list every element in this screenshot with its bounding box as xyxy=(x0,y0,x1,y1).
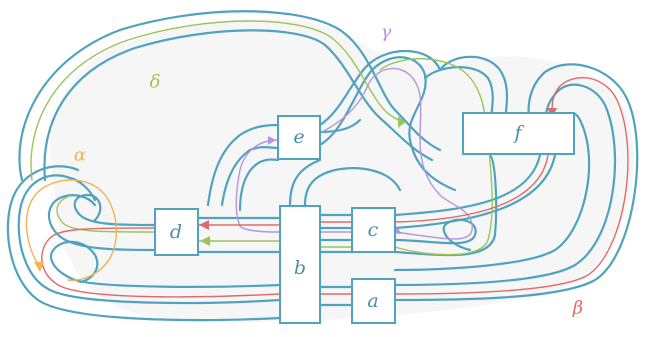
boxes: a b c d e f xyxy=(154,112,575,324)
box-b-label: b xyxy=(294,257,306,279)
box-a-rect xyxy=(351,278,396,324)
box-f-label: f xyxy=(512,122,524,144)
beta-label: β xyxy=(572,298,583,319)
box-a-label: a xyxy=(367,290,378,312)
strand-right-top-a xyxy=(438,55,509,127)
box-e-label: e xyxy=(293,126,304,148)
curve-labels: α β γ δ xyxy=(74,22,583,319)
box-d-rect xyxy=(154,208,199,256)
box-a: a xyxy=(351,278,396,324)
box-c: c xyxy=(351,207,396,253)
alpha-label: α xyxy=(74,145,86,166)
delta-arrow-left xyxy=(200,236,210,246)
strand-left-inner-loop xyxy=(73,193,157,227)
strand-left-inner-loop-2 xyxy=(47,194,157,252)
beta-arrow-d xyxy=(199,220,209,230)
strand-outer-top-b xyxy=(43,29,434,182)
strand-gamma-loop-a xyxy=(318,56,457,192)
box-b-rect xyxy=(279,205,321,324)
strand-c-right-loop xyxy=(393,218,477,252)
beta-curve-bottom xyxy=(41,227,353,298)
strand-b-up xyxy=(288,158,322,207)
colored-curves xyxy=(25,20,629,298)
strand-outer-top-a xyxy=(18,10,442,182)
gamma-label: γ xyxy=(381,22,392,43)
box-f: f xyxy=(462,112,575,155)
strand-right-loop-c xyxy=(393,112,591,272)
strand-e-right xyxy=(318,118,362,134)
box-e: e xyxy=(277,115,321,160)
strand-b-up-2 xyxy=(303,167,402,207)
strand-left-to-outer xyxy=(68,176,97,202)
strand-gamma-loop-b xyxy=(318,49,442,127)
strand-e-down-a xyxy=(238,158,280,212)
strand-d-to-e-a xyxy=(206,123,280,207)
strand-left-bottom-a xyxy=(17,174,282,305)
strand-d-to-e-b xyxy=(220,146,280,207)
gamma-curve xyxy=(321,67,473,240)
delta-label: δ xyxy=(150,72,161,93)
box-e-rect xyxy=(277,115,321,160)
strand-left-bottom-c xyxy=(50,240,282,288)
gamma-curve-left xyxy=(235,139,353,233)
strand-right-loop-b xyxy=(393,83,617,287)
beta-curve-inner xyxy=(197,154,549,226)
strand-f-to-c-b xyxy=(393,153,557,230)
box-c-label: c xyxy=(368,219,379,241)
delta-curve xyxy=(30,20,405,181)
delta-arrow xyxy=(398,116,406,128)
beta-curve xyxy=(394,77,629,295)
box-c-rect xyxy=(351,207,396,253)
strand-right-loop-a xyxy=(393,63,639,302)
box-b: b xyxy=(279,205,321,324)
box-f-rect xyxy=(462,112,575,155)
box-d: d xyxy=(154,208,199,256)
box-d-label: d xyxy=(170,221,182,243)
strand-right-top-b xyxy=(423,66,494,127)
gamma-arrow-e xyxy=(268,136,276,145)
alpha-arrow xyxy=(34,262,44,272)
alpha-curve xyxy=(25,179,118,282)
